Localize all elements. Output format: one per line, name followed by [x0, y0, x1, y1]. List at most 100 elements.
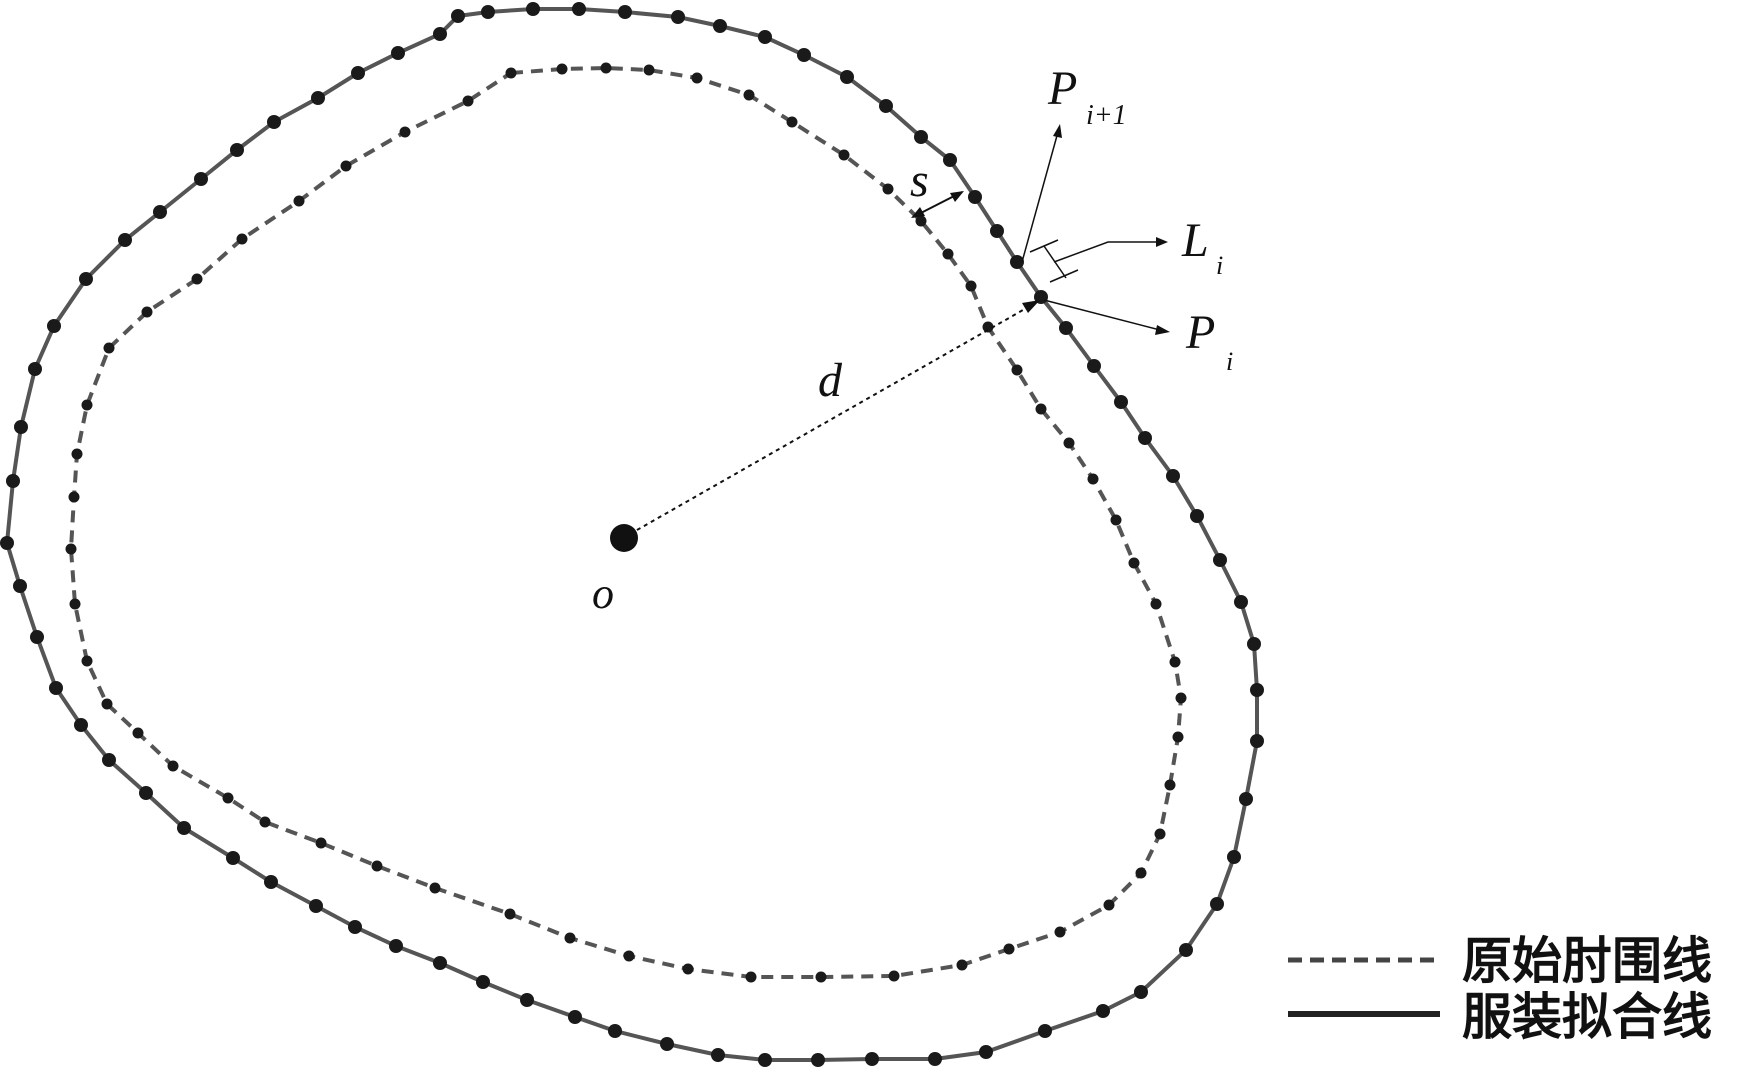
original-elbow-contour: [68, 65, 1184, 979]
fitted-contour-point: [968, 190, 982, 204]
legend-dashed-label: 原始肘围线: [1462, 932, 1712, 990]
fitted-contour-point: [879, 99, 893, 113]
fitted-contour-point: [433, 27, 447, 41]
fitted-contour-point: [6, 474, 20, 488]
fitted-contour-point: [660, 1037, 674, 1051]
offset-arrowhead-s1: [950, 191, 964, 202]
label-p-next-subscript: i+1: [1086, 100, 1127, 131]
fitted-contour-point: [865, 1052, 879, 1066]
label-l-subscript: i: [1216, 251, 1223, 280]
original-contour-point: [1087, 473, 1099, 485]
fitted-contour-point: [1166, 469, 1180, 483]
fitted-contour-point: [1250, 734, 1264, 748]
original-contour-point: [888, 970, 900, 982]
original-contour-point: [1135, 867, 1147, 879]
center-point-o: [610, 524, 638, 552]
original-contour-point: [965, 280, 977, 292]
fitted-contour-point: [28, 362, 42, 376]
original-contour-point: [505, 67, 517, 79]
fitted-contour-point: [1213, 553, 1227, 567]
fitted-contour-point: [1114, 395, 1128, 409]
fitted-contour-point: [1250, 683, 1264, 697]
fitted-contour-point: [520, 993, 534, 1007]
fitted-contour-point: [1190, 509, 1204, 523]
original-contour-point: [371, 860, 383, 872]
original-contour-point: [1003, 943, 1015, 955]
original-contour-point: [1128, 557, 1140, 569]
original-contour-point: [691, 72, 703, 84]
fitted-contour-point: [102, 753, 116, 767]
fitted-contour-point: [840, 70, 854, 84]
original-contour-point: [259, 816, 271, 828]
original-contour-point: [1172, 731, 1184, 743]
callout-line-l: [1053, 241, 1160, 263]
callout-line-p-next: [1021, 131, 1059, 263]
fitted-contour-point: [990, 224, 1004, 238]
original-contour-point: [1103, 899, 1115, 911]
radius-label-d: d: [818, 354, 843, 407]
fitted-contour-point: [711, 1048, 725, 1062]
fitted-contour-point: [979, 1045, 993, 1059]
fitted-contour-point: [0, 536, 14, 550]
fitted-contour-point: [230, 143, 244, 157]
original-contour-point: [942, 248, 954, 260]
original-contour-point: [68, 491, 80, 503]
original-contour-point: [623, 950, 635, 962]
original-contour-point: [600, 62, 612, 74]
center-label-o: o: [592, 569, 614, 618]
fitted-contour-point: [1179, 943, 1193, 957]
fitted-contour-point: [1059, 321, 1073, 335]
original-contour-point: [340, 160, 352, 172]
original-contour-point: [141, 306, 153, 318]
fitted-contour-point: [139, 786, 153, 800]
fitted-contour-point: [1010, 255, 1024, 269]
original-contour-point: [504, 908, 516, 920]
fitted-contour-point: [1239, 792, 1253, 806]
fitted-contour-point: [311, 91, 325, 105]
fitted-contour-point: [1234, 595, 1248, 609]
original-contour-point: [81, 399, 93, 411]
original-contour-point: [1011, 364, 1023, 376]
offset-arrowhead-s2: [911, 207, 925, 218]
original-contour-point: [786, 116, 798, 128]
callout-arrowhead-l: [1156, 237, 1168, 247]
original-contour-point: [429, 882, 441, 894]
original-contour-point: [293, 195, 305, 207]
fitted-contour-points: [0, 2, 1264, 1067]
fitted-contour-point: [309, 899, 323, 913]
radius-line-d: [629, 305, 1031, 535]
callout-line-p: [1043, 299, 1161, 331]
fitted-contour-point: [1227, 850, 1241, 864]
original-contour-point: [315, 837, 327, 849]
original-contour-point: [167, 760, 179, 772]
fitted-contour-point: [481, 5, 495, 19]
original-contour-point: [81, 655, 93, 667]
original-contour-point: [1063, 437, 1075, 449]
original-contour-point: [643, 64, 655, 76]
fitted-contour-point: [811, 1053, 825, 1067]
fitted-contour-point: [177, 821, 191, 835]
radius-arrowhead: [1022, 300, 1040, 313]
fitted-contour-point: [226, 851, 240, 865]
fitted-contour-point: [1038, 1024, 1052, 1038]
original-contour-point: [556, 63, 568, 75]
fitted-contour-point: [1087, 359, 1101, 373]
fitted-contour-point: [194, 172, 208, 186]
fitted-contour-point: [13, 579, 27, 593]
fitted-contour-point: [14, 420, 28, 434]
original-contour-point: [103, 342, 115, 354]
fitted-contour-point: [572, 2, 586, 16]
fitted-contour-point: [433, 956, 447, 970]
fitted-contour-point: [267, 115, 281, 129]
fitted-contour-point: [74, 718, 88, 732]
original-contour-point: [191, 273, 203, 285]
original-contour-point: [222, 792, 234, 804]
label-p-next: P: [1047, 62, 1077, 115]
original-contour-point: [101, 698, 113, 710]
original-contour-point: [838, 149, 850, 161]
original-contour-point: [564, 932, 576, 944]
original-contour-point: [1154, 828, 1166, 840]
callout-arrowhead-p: [1155, 325, 1170, 335]
fitted-contour-point: [526, 2, 540, 16]
